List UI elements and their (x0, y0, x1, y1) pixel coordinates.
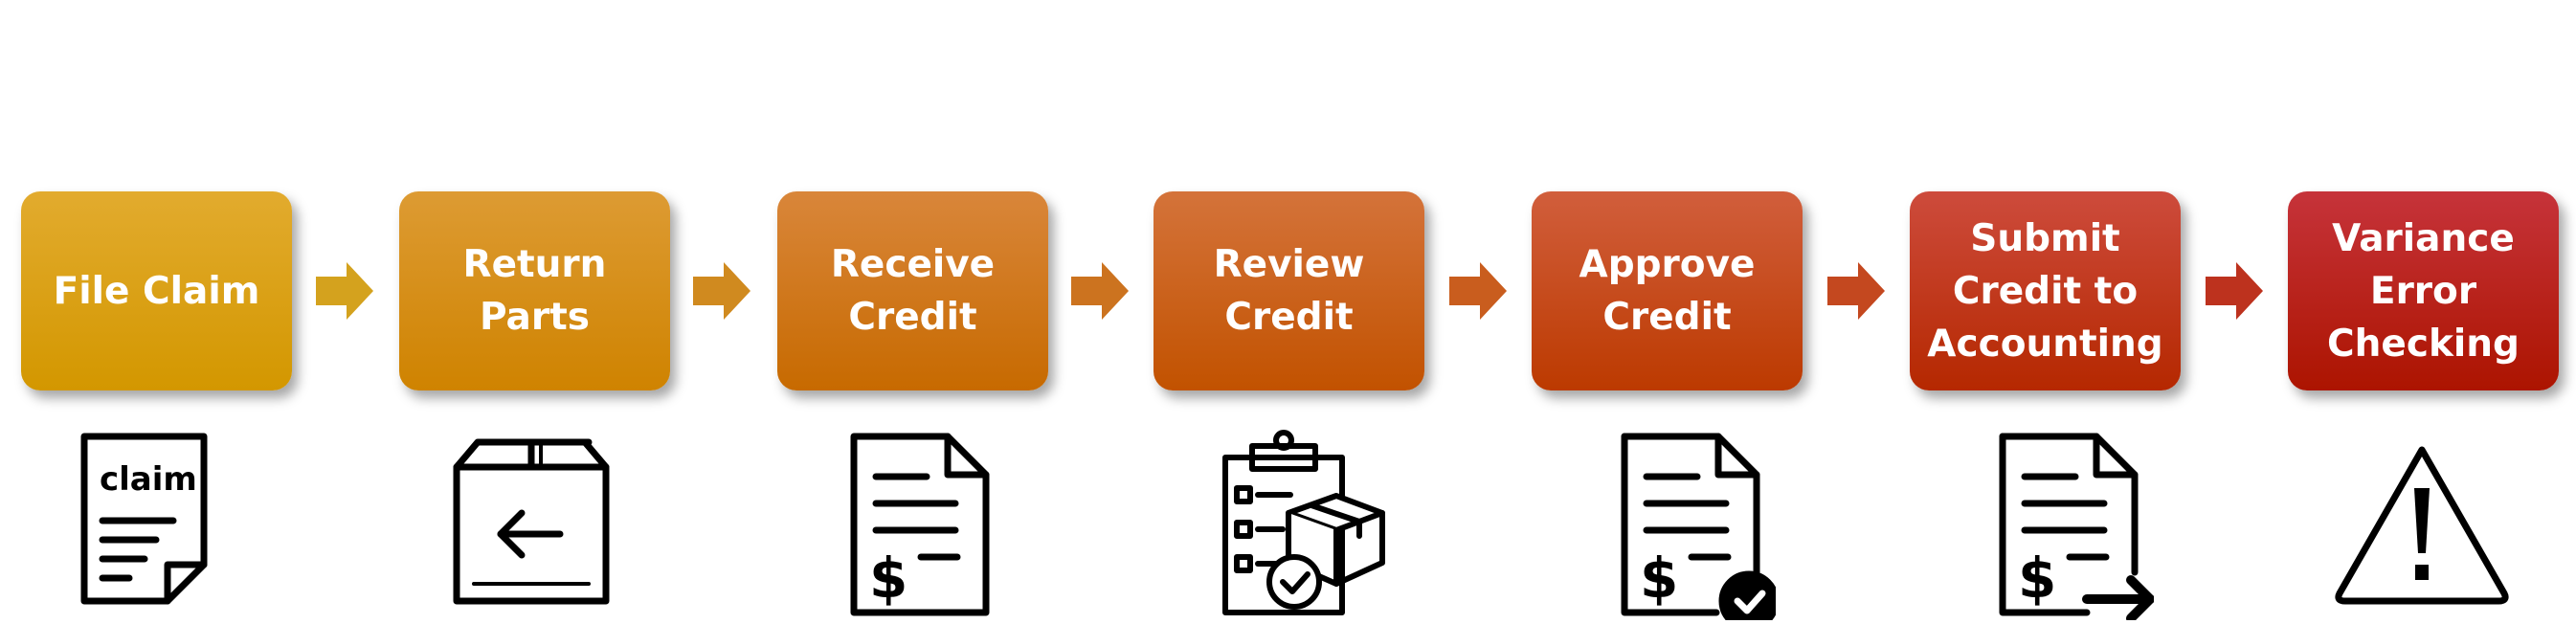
step-label: Review Credit (1213, 243, 1365, 339)
warning-triangle-icon (2326, 429, 2518, 620)
step-receive-credit: Receive Credit (777, 191, 1048, 390)
flow-arrow-2 (693, 262, 750, 320)
flow-arrow-4 (1449, 262, 1507, 320)
dollar-document-icon: $ (814, 429, 1005, 620)
step-approve-credit: Approve Credit (1532, 191, 1803, 390)
dollar-document-check-icon: $ (1584, 429, 1776, 620)
dollar-document-arrow-icon: $ (1962, 429, 2154, 620)
step-return-parts: Return Parts (399, 191, 670, 390)
checklist-package-icon (1206, 429, 1398, 620)
step-label: Submit Credit to Accounting (1927, 216, 2163, 366)
return-box-icon (436, 429, 627, 620)
step-submit-credit-to-accounting: Submit Credit to Accounting (1910, 191, 2181, 390)
step-variance-error-checking: Variance Error Checking (2288, 191, 2559, 390)
svg-text:$: $ (1640, 546, 1678, 611)
step-label: Receive Credit (830, 243, 996, 339)
flow-arrow-5 (1827, 262, 1885, 320)
flow-arrow-1 (316, 262, 373, 320)
svg-text:$: $ (2018, 546, 2056, 611)
step-review-credit: Review Credit (1154, 191, 1424, 390)
step-file-claim: File Claim (21, 191, 292, 390)
step-label: Approve Credit (1579, 243, 1756, 339)
svg-text:$: $ (869, 546, 907, 611)
step-label: Variance Error Checking (2327, 216, 2520, 366)
claim-document-icon: claim (60, 429, 252, 620)
claim-icon-text: claim (100, 460, 197, 499)
flow-arrow-6 (2206, 262, 2263, 320)
step-label: Return Parts (462, 243, 607, 339)
flow-arrow-3 (1071, 262, 1129, 320)
step-label: File Claim (53, 269, 260, 313)
